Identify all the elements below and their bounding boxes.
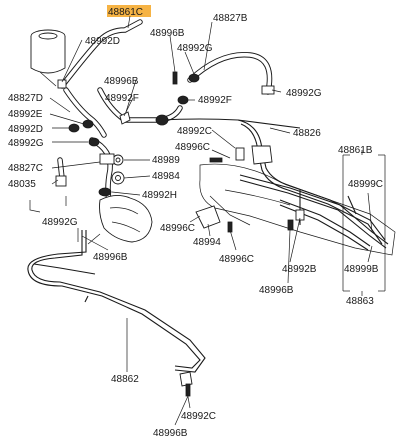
hose-48827b bbox=[187, 51, 273, 95]
label-48996b-c: 48996B bbox=[93, 252, 128, 263]
pipe-48862 bbox=[27, 230, 206, 373]
hose-48035 bbox=[57, 157, 65, 181]
label-48863: 48863 bbox=[346, 296, 374, 307]
hose-48861c bbox=[59, 19, 143, 89]
label-48992c-a: 48992C bbox=[177, 126, 212, 137]
oil-pump bbox=[87, 195, 153, 245]
clamp-48992c-bottom bbox=[179, 371, 193, 387]
label-48984: 48984 bbox=[152, 171, 180, 182]
clamp-48992h bbox=[98, 187, 112, 197]
label-48827c: 48827C bbox=[8, 163, 43, 174]
label-48996b-a: 48996B bbox=[150, 28, 185, 39]
label-48996b-e: 48996B bbox=[153, 428, 188, 439]
washer-48984 bbox=[111, 171, 125, 185]
bracket-48994 bbox=[195, 205, 221, 229]
label-48996b-b: 48996B bbox=[104, 76, 139, 87]
label-48992f-a: 48992F bbox=[105, 93, 139, 104]
bolt-48996c-b bbox=[227, 221, 233, 233]
label-48992g-a: 48992G bbox=[177, 43, 213, 54]
label-48989: 48989 bbox=[152, 155, 180, 166]
clamp-48992g-right bbox=[261, 85, 275, 95]
hose-end-48035 bbox=[55, 175, 67, 187]
label-48827b: 48827B bbox=[213, 13, 248, 24]
eye-bolt-48989 bbox=[99, 153, 115, 165]
bolt-48996b-c bbox=[287, 219, 294, 231]
bolt-48996b-top bbox=[172, 71, 178, 85]
hose-mid bbox=[97, 87, 183, 123]
label-48992e: 48992E bbox=[8, 109, 43, 120]
clamp-48992c bbox=[235, 147, 245, 161]
label-48992f-b: 48992F bbox=[198, 95, 232, 106]
clamp-48992g-top bbox=[188, 73, 200, 83]
clamp-48992b bbox=[295, 209, 305, 221]
label-48992b: 48992B bbox=[282, 264, 317, 275]
clamp-48992f-mid bbox=[155, 114, 169, 126]
clamp-48992d bbox=[57, 79, 67, 89]
label-48992h: 48992H bbox=[142, 190, 177, 201]
label-48861c: 48861C bbox=[108, 7, 143, 18]
label-48035: 48035 bbox=[8, 179, 36, 190]
label-48861b: 48861B bbox=[338, 145, 373, 156]
label-48862: 48862 bbox=[111, 374, 139, 385]
clamp-48992d-b bbox=[68, 123, 80, 133]
steering-gear-body bbox=[199, 163, 396, 256]
leader-lines bbox=[29, 15, 301, 426]
label-48826: 48826 bbox=[293, 128, 321, 139]
highlight-48861c bbox=[107, 5, 151, 17]
label-48994: 48994 bbox=[193, 237, 221, 248]
label-48996c-b: 48996C bbox=[160, 223, 195, 234]
hose-48827c bbox=[89, 137, 113, 208]
clamp-48992g-left bbox=[88, 137, 100, 147]
clamp-48992e bbox=[82, 119, 94, 129]
hose-48827d bbox=[63, 87, 107, 138]
label-48992g-d: 48992G bbox=[42, 217, 78, 228]
bolt-48996c bbox=[209, 157, 223, 163]
pipe-48826 bbox=[159, 118, 386, 245]
label-48992d-b: 48992D bbox=[8, 124, 43, 135]
pressure-switch bbox=[251, 145, 273, 165]
label-48999b: 48999B bbox=[344, 264, 379, 275]
label-48992c-b: 48992C bbox=[181, 411, 216, 422]
label-48996c-a: 48996C bbox=[175, 142, 210, 153]
label-48992g-b: 48992G bbox=[286, 88, 322, 99]
label-48992g-c: 48992G bbox=[8, 138, 44, 149]
label-48996b-d: 48996B bbox=[259, 285, 294, 296]
label-48992d-a: 48992D bbox=[85, 36, 120, 47]
label-48996c-c: 48996C bbox=[219, 254, 254, 265]
label-48827d: 48827D bbox=[8, 93, 43, 104]
group-bracket-right bbox=[342, 150, 386, 296]
reservoir-tank bbox=[30, 29, 66, 87]
label-48999c: 48999C bbox=[348, 179, 383, 190]
washer-48989 bbox=[112, 154, 124, 166]
